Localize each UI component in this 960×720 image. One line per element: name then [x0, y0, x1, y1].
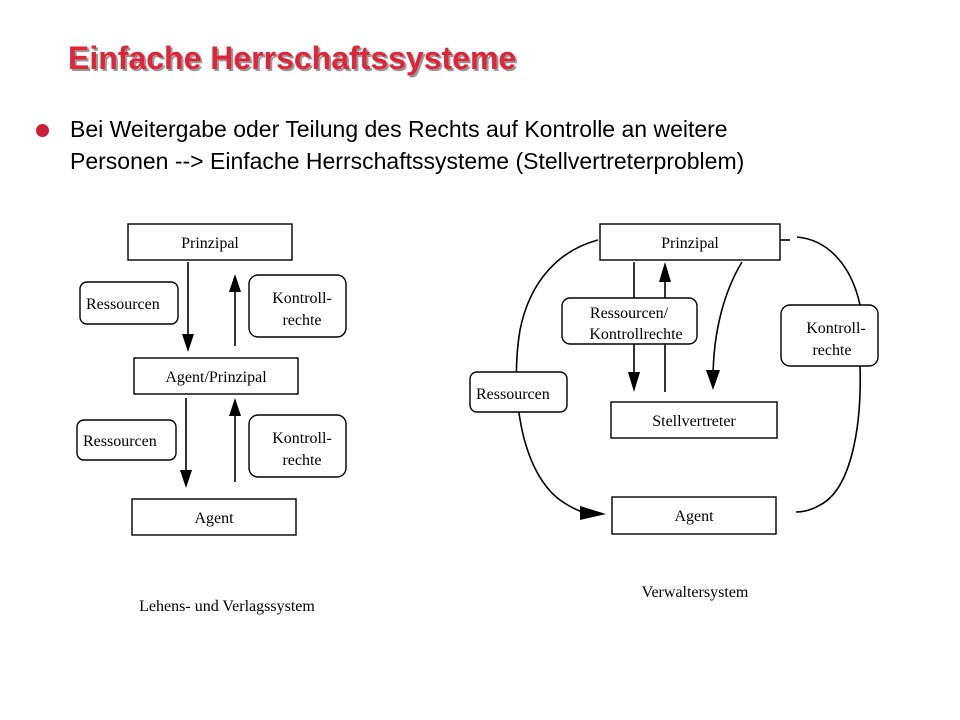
- right-up-arrowhead: [659, 262, 671, 282]
- left-ressourcen-bottom-box: Ressourcen: [76, 419, 177, 461]
- left-agent-prinzipal-box: Agent/Prinzipal: [133, 357, 299, 395]
- left-ressourcen-bottom-label: Ressourcen: [83, 433, 157, 450]
- right-ressourcen-arrowhead: [580, 506, 606, 520]
- left-up-arrowhead-top: [229, 274, 241, 292]
- right-kontroll-label-1: Kontroll-: [806, 320, 866, 337]
- left-down-arrowhead-bottom: [180, 470, 192, 488]
- right-ressourcen-label: Ressourcen: [476, 386, 550, 403]
- right-ressourcen-kontroll-label-2: Kontrollrechte: [589, 326, 682, 343]
- bullet-dot-icon: [36, 124, 49, 137]
- slide-title: Einfache Herrschaftssysteme: [68, 40, 517, 76]
- right-kontroll-box: Kontroll- rechte: [780, 304, 879, 367]
- bullet-text: Bei Weitergabe oder Teilung des Rechts a…: [70, 113, 950, 177]
- right-prinzipal-to-stellvertreter-curve: [712, 261, 743, 381]
- left-down-arrowhead-top: [182, 334, 194, 352]
- left-diagram: Prinzipal Agent/Prinzipal Agent Ressourc…: [76, 223, 347, 615]
- right-ressourcen-box: Ressourcen: [469, 371, 568, 413]
- right-diagram-caption: Verwaltersystem: [642, 584, 749, 601]
- right-diagram: Prinzipal Ressourcen/ Kontrollrechte Ste…: [469, 223, 879, 601]
- right-kontroll-curve-top: [796, 236, 861, 306]
- left-diagram-caption: Lehens- und Verlagssystem: [139, 598, 315, 615]
- right-agent-box: Agent: [611, 496, 777, 535]
- left-ressourcen-top-box: Ressourcen: [79, 281, 179, 325]
- left-agent-prinzipal-label: Agent/Prinzipal: [165, 369, 267, 386]
- bullet-line-2: Personen --> Einfache Herrschaftssysteme…: [70, 148, 745, 174]
- left-kontroll-top-label-1: Kontroll-: [272, 290, 332, 307]
- left-prinzipal-label: Prinzipal: [181, 235, 239, 252]
- bullet-line-1: Bei Weitergabe oder Teilung des Rechts a…: [70, 116, 728, 142]
- left-agent-box: Agent: [131, 498, 297, 536]
- right-kontroll-label-2: rechte: [812, 342, 851, 359]
- right-stellvertreter-box: Stellvertreter: [610, 401, 778, 439]
- left-agent-label: Agent: [194, 510, 234, 527]
- left-kontroll-bottom-label-2: rechte: [282, 452, 321, 469]
- right-agent-label: Agent: [674, 508, 714, 525]
- left-kontroll-bottom-label-1: Kontroll-: [272, 430, 332, 447]
- left-kontroll-top-box: Kontroll- rechte: [248, 274, 347, 338]
- right-down-arrowhead: [628, 372, 640, 392]
- right-ressourcen-kontroll-label-1: Ressourcen/: [590, 305, 669, 322]
- right-ressourcen-kontroll-box: Ressourcen/ Kontrollrechte: [561, 297, 698, 345]
- right-prinzipal-box: Prinzipal: [599, 223, 781, 261]
- left-kontroll-top-label-2: rechte: [282, 312, 321, 329]
- left-ressourcen-top-label: Ressourcen: [86, 296, 160, 313]
- left-prinzipal-box: Prinzipal: [127, 223, 293, 261]
- right-prinzipal-label: Prinzipal: [661, 235, 719, 252]
- left-up-arrowhead-bottom: [229, 398, 241, 416]
- right-curve-arrowhead: [706, 370, 720, 390]
- left-kontroll-bottom-box: Kontroll- rechte: [248, 414, 347, 478]
- right-stellvertreter-label: Stellvertreter: [652, 413, 736, 430]
- right-kontroll-curve-bottom: [795, 365, 862, 513]
